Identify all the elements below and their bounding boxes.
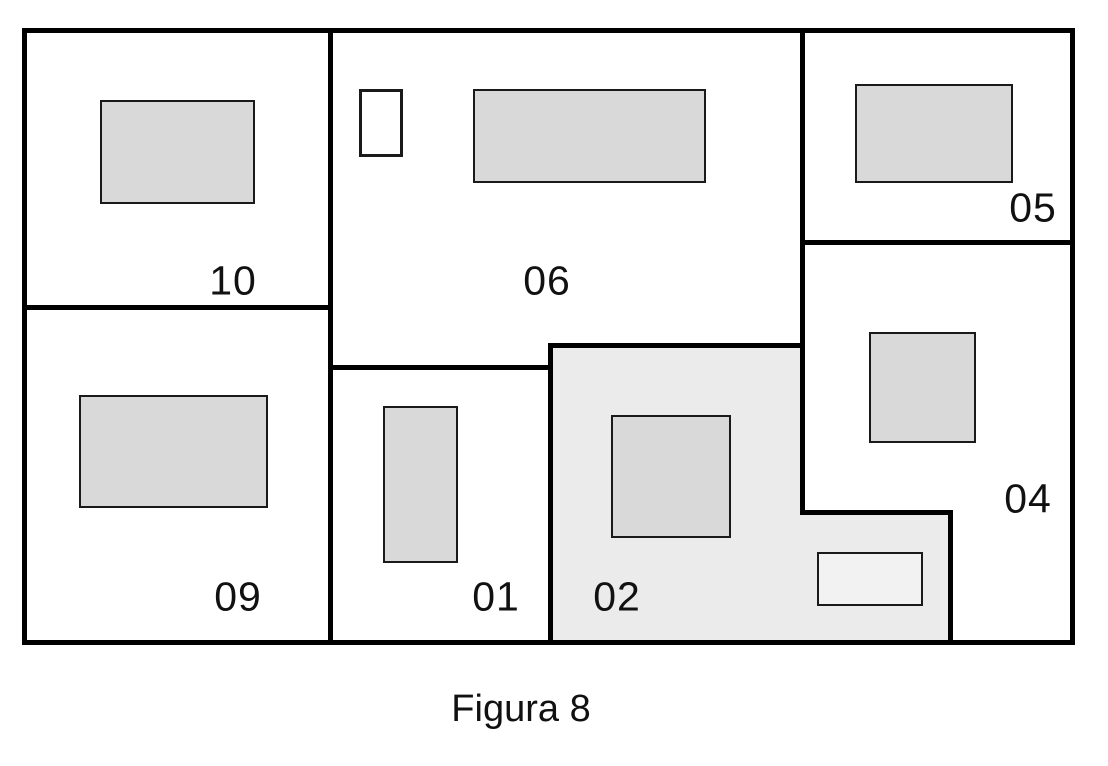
wall-room06-right xyxy=(800,28,805,515)
wall-room06-room01 xyxy=(330,365,553,370)
wall-room05-room04 xyxy=(800,240,1075,245)
room-09-furniture xyxy=(79,395,268,508)
room-05-label: 05 xyxy=(1009,184,1057,231)
room-02-furniture xyxy=(611,415,731,538)
room-05-furniture xyxy=(855,84,1013,183)
room-06-label: 06 xyxy=(523,257,571,304)
figure-caption: Figura 8 xyxy=(451,688,591,730)
room-06-large-furniture xyxy=(473,89,706,183)
wall-room02-step-horizontal xyxy=(800,510,953,515)
room-01-furniture xyxy=(383,406,458,563)
room-02-label: 02 xyxy=(593,573,641,620)
room-02-small-furniture xyxy=(817,552,923,606)
wall-room02-top xyxy=(548,343,805,348)
wall-room01-room02 xyxy=(548,343,553,645)
room-01-label: 01 xyxy=(472,573,520,620)
room-04-label: 04 xyxy=(1004,475,1052,522)
room-10-furniture xyxy=(100,100,255,204)
wall-vertical-left xyxy=(328,28,333,645)
wall-room02-step-vertical xyxy=(948,510,953,645)
wall-room10-room09 xyxy=(22,305,333,310)
room-06-small-white-furniture xyxy=(359,89,403,157)
room-10-label: 10 xyxy=(209,257,257,304)
room-04-furniture xyxy=(869,332,976,443)
room-09-label: 09 xyxy=(214,573,262,620)
